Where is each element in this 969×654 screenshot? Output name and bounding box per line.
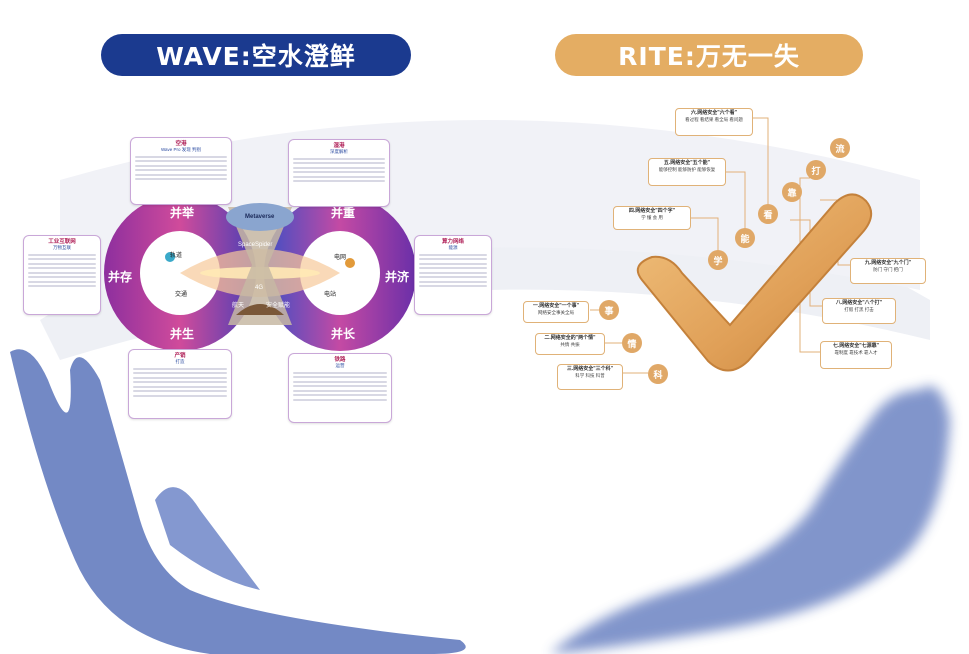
rite-box-7-title: 七.网络安全"七源靠" [832,343,880,349]
inner-left-top: 轨道 [170,253,183,259]
inner-right-top: 电网 [334,255,347,261]
rite-box-5-body: 能够控制 能够防护 能够恢复 [658,166,716,172]
rite-box-6: 六.网络安全"六个看" 看过程 看结果 看全局 看问题 [675,108,753,136]
circle-kan: 看 [758,204,778,224]
infinity-diagram [104,195,416,351]
rite-box-6-body: 看过程 看结果 看全局 看问题 [685,116,743,122]
label-bingji: 并济 [385,270,410,284]
rite-box-4-body: 学 懂 会 用 [641,214,663,220]
inner-right-bottom: 电站 [324,292,337,298]
circle-kao: 靠 [782,182,802,202]
rite-box-3: 三.网络安全"三个科" 科学 科技 科普 [557,364,623,390]
rite-box-6-title: 六.网络安全"六个看" [690,110,738,116]
card-top-left-title: 空港 [175,141,187,147]
rite-box-9-body: 防门 守门 把门 [873,266,903,272]
spacespider-label: SpaceSpider [238,242,273,248]
circle-shi: 事 [599,300,619,320]
bottom-label-right: 安全赋能 [266,303,291,309]
card-right: 算力网络 能源 [414,235,492,315]
rite-box-4-title: 四.网络安全"四个字" [628,208,676,214]
card-left-sub: 万物互联 [53,245,71,250]
wave-banner: WAVE:空水澄鲜 [101,34,411,76]
rite-box-1: 一.网络安全"一个事" 网络安全事关全局 [523,301,589,323]
card-right-sub: 能源 [448,245,458,250]
card-left-title: 工业互联网 [48,239,76,245]
card-bottom-right-title: 铁路 [334,357,346,363]
label-bingsheng: 并生 [170,327,195,341]
card-top-right-sub: 深度解析 [330,149,348,154]
rite-banner: RITE:万无一失 [555,34,863,76]
rite-box-9: 九.网络安全"九个门" 防门 守门 把门 [850,258,926,284]
card-top-left-sub: Wave Pro 发现 判别 [160,147,202,152]
rite-box-9-title: 九.网络安全"九个门" [864,260,912,266]
circle-ke: 科 [648,364,668,384]
checkmark-icon [636,193,873,372]
rite-box-4: 四.网络安全"四个字" 学 懂 会 用 [613,206,691,230]
card-bottom-left-title: 产销 [174,353,186,359]
card-bottom-left: 产销 打造 [128,349,232,419]
label-bingju: 并举 [170,206,195,220]
right-hand-illustration [550,386,950,654]
rite-box-3-body: 科学 科技 科普 [575,372,605,378]
label-bingzhang: 并长 [331,327,356,341]
4g-label: 4G [255,285,264,291]
rite-box-5: 五.网络安全"五个能" 能够控制 能够防护 能够恢复 [648,158,726,186]
card-bottom-right: 铁路 运营 [288,353,392,423]
card-top-right-title: 湿港 [333,143,345,149]
rite-box-2-body: 共情 共振 [560,341,580,347]
rite-box-7: 七.网络安全"七源靠" 靠制度 靠技术 靠人才 [820,341,892,369]
rite-box-2: 二.网络安全的"两个情" 共情 共振 [535,333,605,355]
left-hand-illustration [10,349,466,654]
rite-box-8-title: 八.网络安全"八个打" [835,300,883,306]
card-bottom-left-sub: 打造 [175,359,185,364]
circle-qing: 情 [622,333,642,353]
circle-da: 打 [806,160,826,180]
circle-neng: 能 [735,228,755,248]
circle-liu: 流 [830,138,850,158]
rite-box-3-title: 三.网络安全"三个科" [566,366,614,372]
card-top-left: 空港 Wave Pro 发现 判别 [130,137,232,205]
label-bingzhong: 并重 [331,206,356,220]
bottom-label-left: 航天 [232,303,245,309]
rite-box-5-title: 五.网络安全"五个能" [663,160,711,166]
rite-box-2-title: 二.网络安全的"两个情" [544,335,596,341]
inner-left-bottom: 交通 [175,292,188,298]
metaverse-label: Metaverse [245,214,275,220]
rite-box-8: 八.网络安全"八个打" 打假 打黑 打击 [822,298,896,324]
label-bingcun: 并存 [108,270,133,284]
card-top-right: 湿港 深度解析 [288,139,390,207]
card-right-title: 算力网络 [441,239,464,245]
rite-box-8-body: 打假 打黑 打击 [844,306,874,312]
rite-box-7-body: 靠制度 靠技术 靠人才 [834,349,878,355]
circle-xue: 学 [708,250,728,270]
card-bottom-right-sub: 运营 [335,363,345,368]
rite-box-1-title: 一.网络安全"一个事" [532,303,580,309]
card-left: 工业互联网 万物互联 [23,235,101,315]
rite-box-1-body: 网络安全事关全局 [538,309,574,315]
